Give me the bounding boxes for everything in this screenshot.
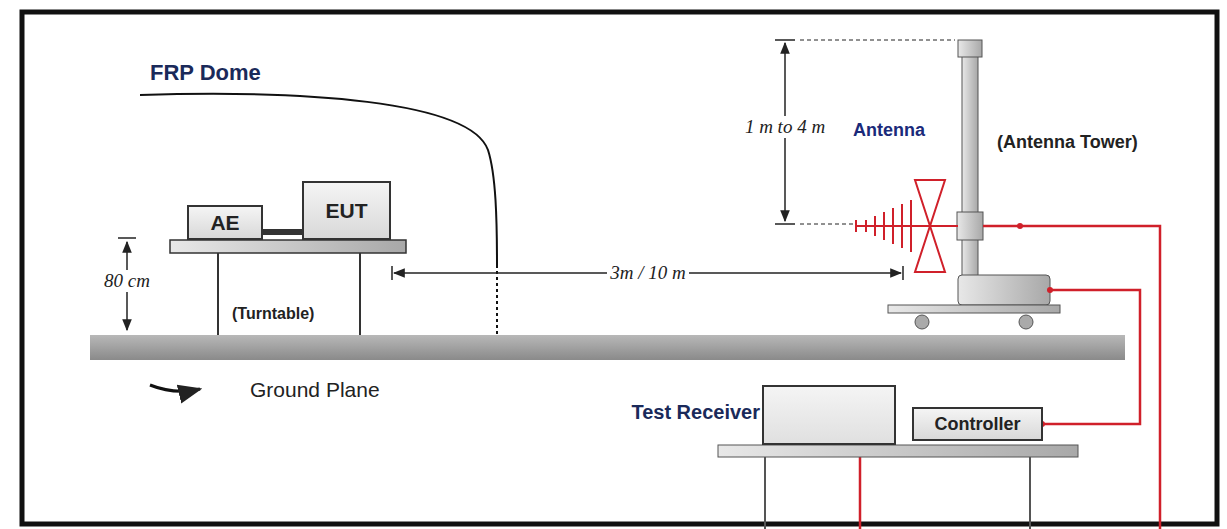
table-leg	[217, 253, 219, 335]
cable	[860, 226, 1160, 529]
equipment-box: AE	[187, 205, 263, 240]
antenna-symbol	[856, 180, 958, 272]
cable-connector	[263, 229, 302, 235]
mast-cap	[958, 40, 982, 57]
dome-dashed	[496, 265, 498, 335]
part-label: Ground Plane	[250, 378, 380, 402]
frame	[22, 12, 1217, 524]
tower-motor	[958, 275, 1050, 305]
part-label: (Antenna Tower)	[997, 132, 1138, 153]
receiver-box: Test Receiver	[762, 385, 896, 445]
part-label: Antenna	[853, 120, 925, 141]
dimension-label: 80 cm	[101, 270, 153, 292]
frp-dome	[140, 94, 497, 265]
wheel	[1019, 315, 1033, 329]
box-label: AE	[210, 211, 239, 235]
antenna-carriage	[957, 212, 983, 240]
ground-plane	[90, 335, 1125, 360]
turntable-top	[170, 240, 406, 253]
wheel	[915, 315, 929, 329]
table-leg	[359, 253, 361, 335]
heading-label: Test Receiver	[631, 401, 760, 424]
part-label: (Turntable)	[232, 305, 314, 323]
equipment-box: EUT	[302, 181, 391, 240]
receiver-table	[718, 445, 1078, 457]
dimension-label: 3m / 10 m	[607, 262, 688, 284]
dimension-label: 1 m to 4 m	[742, 116, 828, 138]
controller-box: Controller	[912, 407, 1043, 441]
box-label: Controller	[934, 414, 1020, 435]
box-label: EUT	[326, 199, 368, 223]
pointer-arrow	[150, 385, 200, 391]
region-label: FRP Dome	[150, 60, 261, 86]
tower-base	[888, 305, 1060, 313]
antenna-mast	[962, 52, 978, 304]
